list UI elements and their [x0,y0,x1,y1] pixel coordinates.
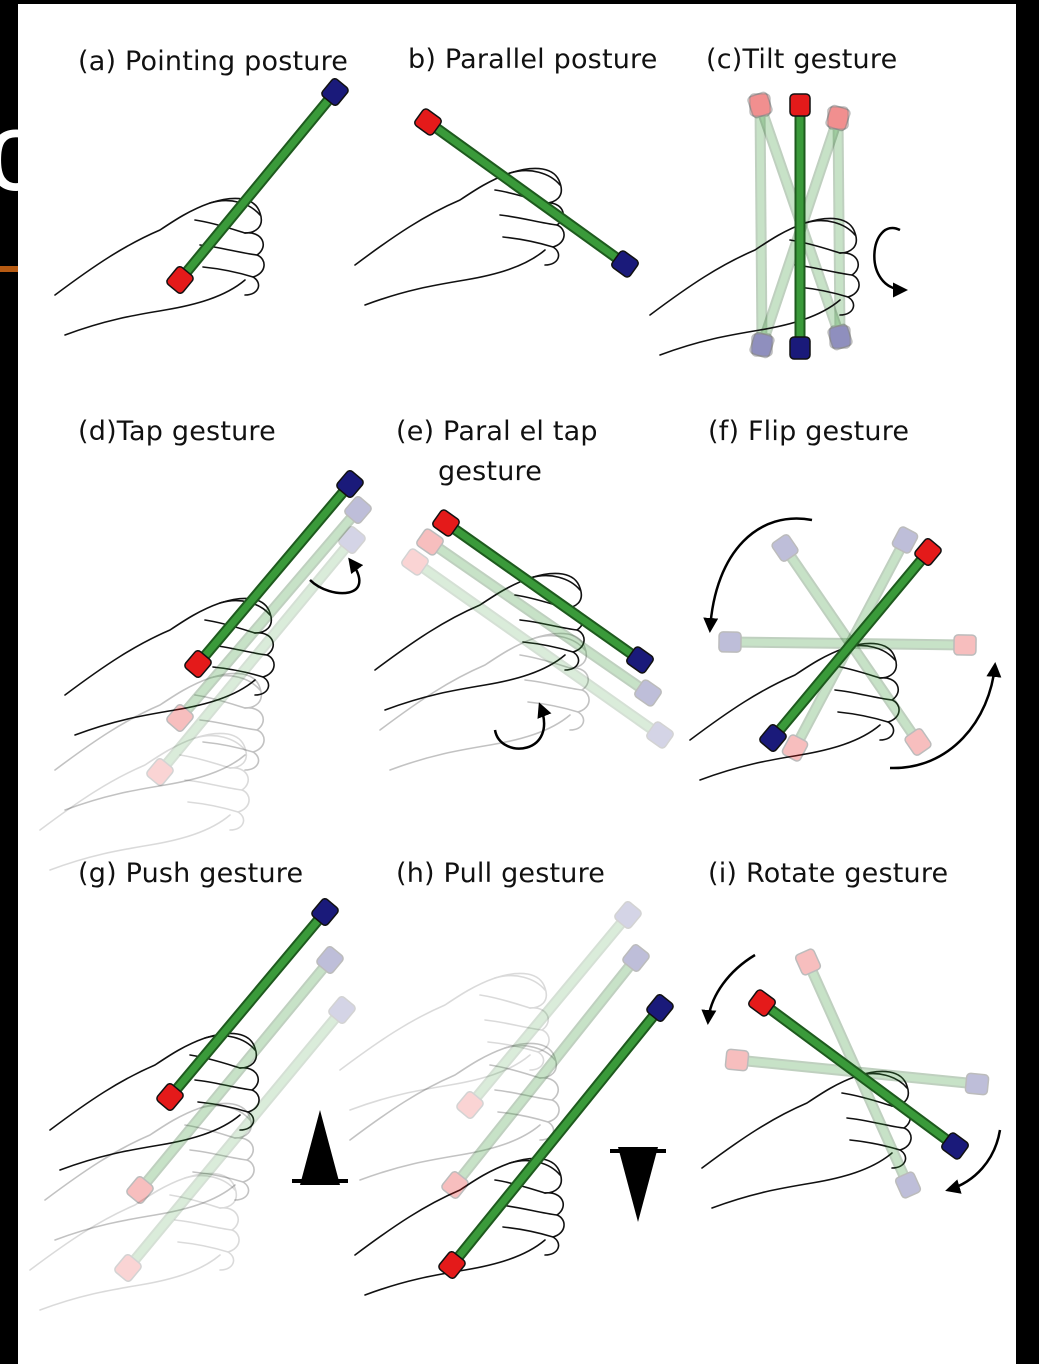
hand-b [355,168,564,305]
rotate-arrow-top [708,955,755,1022]
stylus-a [165,77,349,295]
stylus-d-ghost2 [145,525,366,787]
stylus-h [437,993,674,1280]
push-arrow-g [292,1110,348,1185]
tilt-arrow-c [874,228,905,290]
stylus-h-ghost1 [440,943,650,1200]
blue-end-cap [790,337,810,359]
pull-arrow-h [610,1147,666,1222]
stylus-g [155,897,339,1112]
stylus-b [413,107,640,278]
blue-end-cap [965,1073,989,1095]
red-end-cap [725,1049,749,1071]
blue-end-cap [719,632,741,652]
stylus-d [183,469,364,679]
stylus-e-ghost2 [400,547,675,749]
stylus-h-ghost2 [455,900,642,1120]
red-end-cap [790,94,810,116]
tap-arrow-e [495,705,544,749]
hand-d-ghost2 [40,733,249,870]
red-end-cap [954,635,976,655]
